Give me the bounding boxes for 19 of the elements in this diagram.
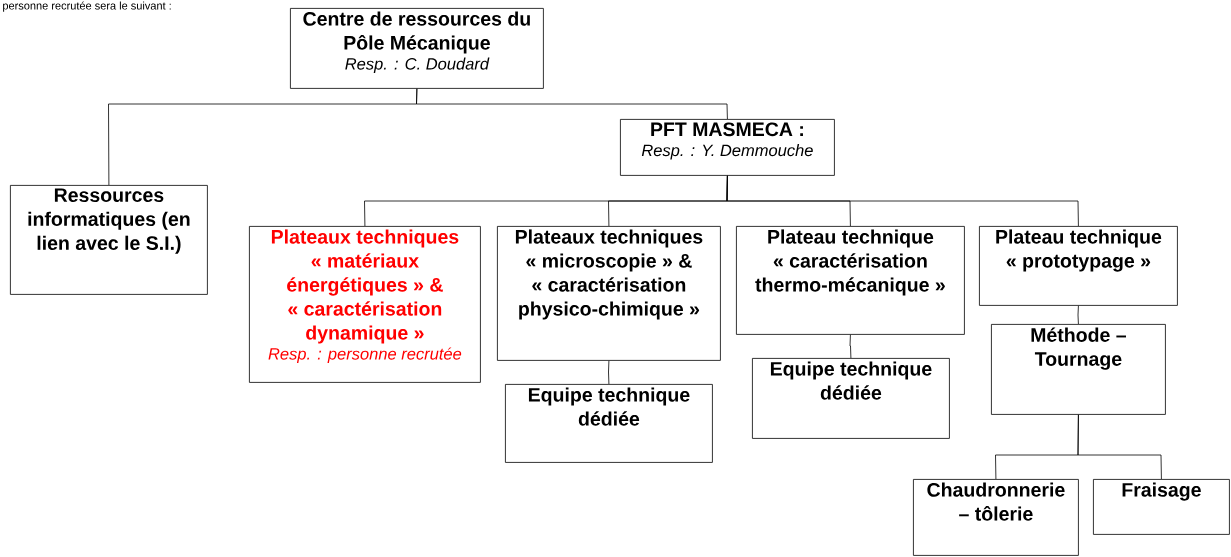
org-box: Plateau technique « prototypage »	[979, 226, 1178, 306]
connector-line	[1077, 414, 1162, 480]
org-box: Plateau technique « caractérisation thermo-mécanique »	[736, 226, 965, 335]
org-box: Fraisage	[1093, 479, 1230, 535]
connector-line	[608, 360, 610, 385]
connector-line	[1077, 305, 1079, 325]
intro-text: personne recrutée sera le suivant :	[3, 1, 171, 12]
connector-line	[416, 88, 728, 120]
org-box: Plateaux techniques « microscopie » & « caractérisation physico-chimique »	[497, 226, 721, 361]
org-box: Chaudronnerie – tôlerie	[913, 479, 1079, 556]
org-box: Centre de ressources du Pôle Mécanique Resp. : C. Doudard	[290, 8, 544, 89]
connector-line	[849, 334, 852, 359]
org-box: Plateaux techniques « matériaux énergétiques » & « caractérisation dynamique » Resp. : personne recrutée	[249, 226, 481, 383]
connector-line	[726, 175, 1079, 227]
org-box: Ressources informatiques (en lien avec le S.I.)	[10, 185, 208, 295]
org-box: Méthode – Tournage	[991, 324, 1166, 415]
org-box: PFT MASMECA : Resp. : Y. Demmouche	[620, 119, 835, 176]
org-box: Equipe technique dédiée	[505, 384, 713, 463]
org-box: Equipe technique dédiée	[752, 358, 950, 439]
